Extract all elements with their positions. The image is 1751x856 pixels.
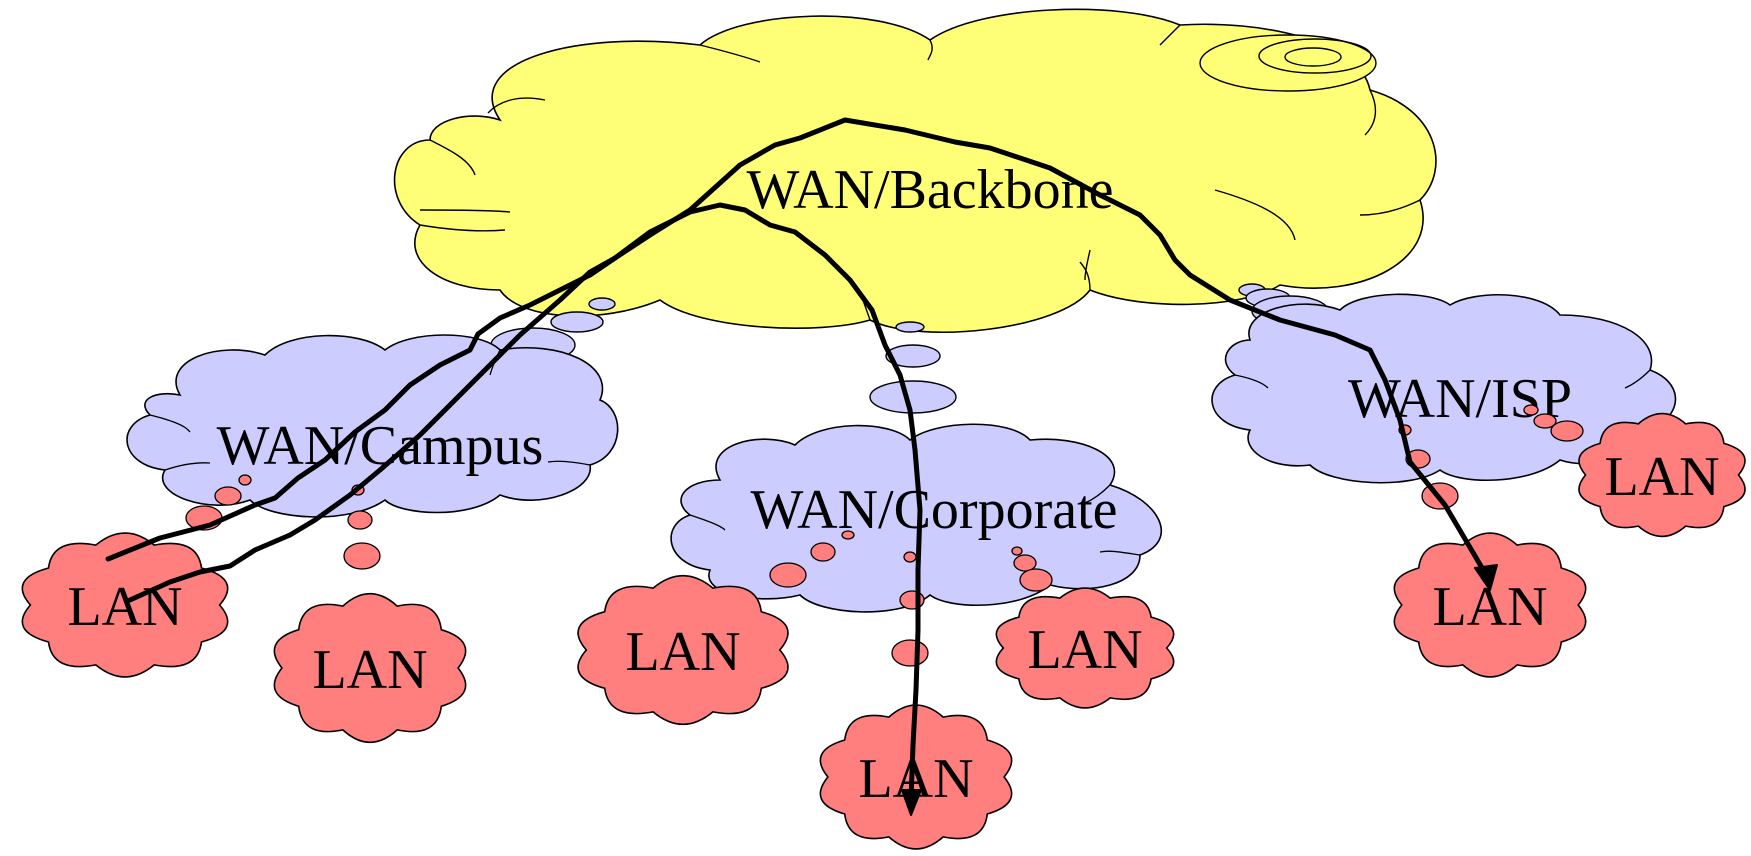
lan-cloud-shape <box>577 575 789 725</box>
lan-cloud-shape <box>1578 412 1746 538</box>
lan-label: LAN <box>625 621 740 683</box>
wan-corporate-label: WAN/Corporate <box>750 479 1117 541</box>
backbone-label: WAN/Backbone <box>746 159 1113 221</box>
wan-campus-label: WAN/Campus <box>217 415 544 477</box>
arrowhead-isp-lan <box>1474 564 1498 591</box>
lan-label: LAN <box>1027 619 1142 681</box>
lan-cloud-shape <box>819 704 1013 850</box>
arrowhead-corporate-lan <box>901 789 922 816</box>
lan-cloud-shape <box>21 532 229 678</box>
lan-cloud-campus-lower: LAN <box>273 593 467 743</box>
lan-cloud-shape <box>1393 532 1587 678</box>
lan-cloud-corporate-bottom: LAN <box>819 704 1013 850</box>
wan-campus-cloud: WAN/Campus <box>126 334 619 518</box>
lan-label: LAN <box>1604 446 1719 508</box>
lan-cloud-isp-right: LAN <box>1578 412 1746 538</box>
route-paths <box>105 117 1498 816</box>
backbone-cloud: WAN/Backbone <box>393 8 1437 333</box>
lan-cloud-corporate-right: LAN <box>995 587 1175 709</box>
corporate-connector-bubbles <box>869 321 957 414</box>
swirl-outer <box>1199 34 1377 92</box>
backbone-cloud-shape <box>393 8 1437 333</box>
lan-cloud-corporate-left: LAN <box>577 575 789 725</box>
lan-cloud-shape <box>995 587 1175 709</box>
route-path-campus-to-corporate <box>127 202 923 803</box>
lan-cloud-shape <box>273 593 467 743</box>
route-path-campus-to-isp <box>105 117 1491 581</box>
lan-label: LAN <box>312 639 427 701</box>
lan-cloud-isp-bottom: LAN <box>1393 532 1587 678</box>
wan-campus-shape <box>126 334 619 518</box>
lan-cloud-campus-left: LAN <box>21 532 229 678</box>
